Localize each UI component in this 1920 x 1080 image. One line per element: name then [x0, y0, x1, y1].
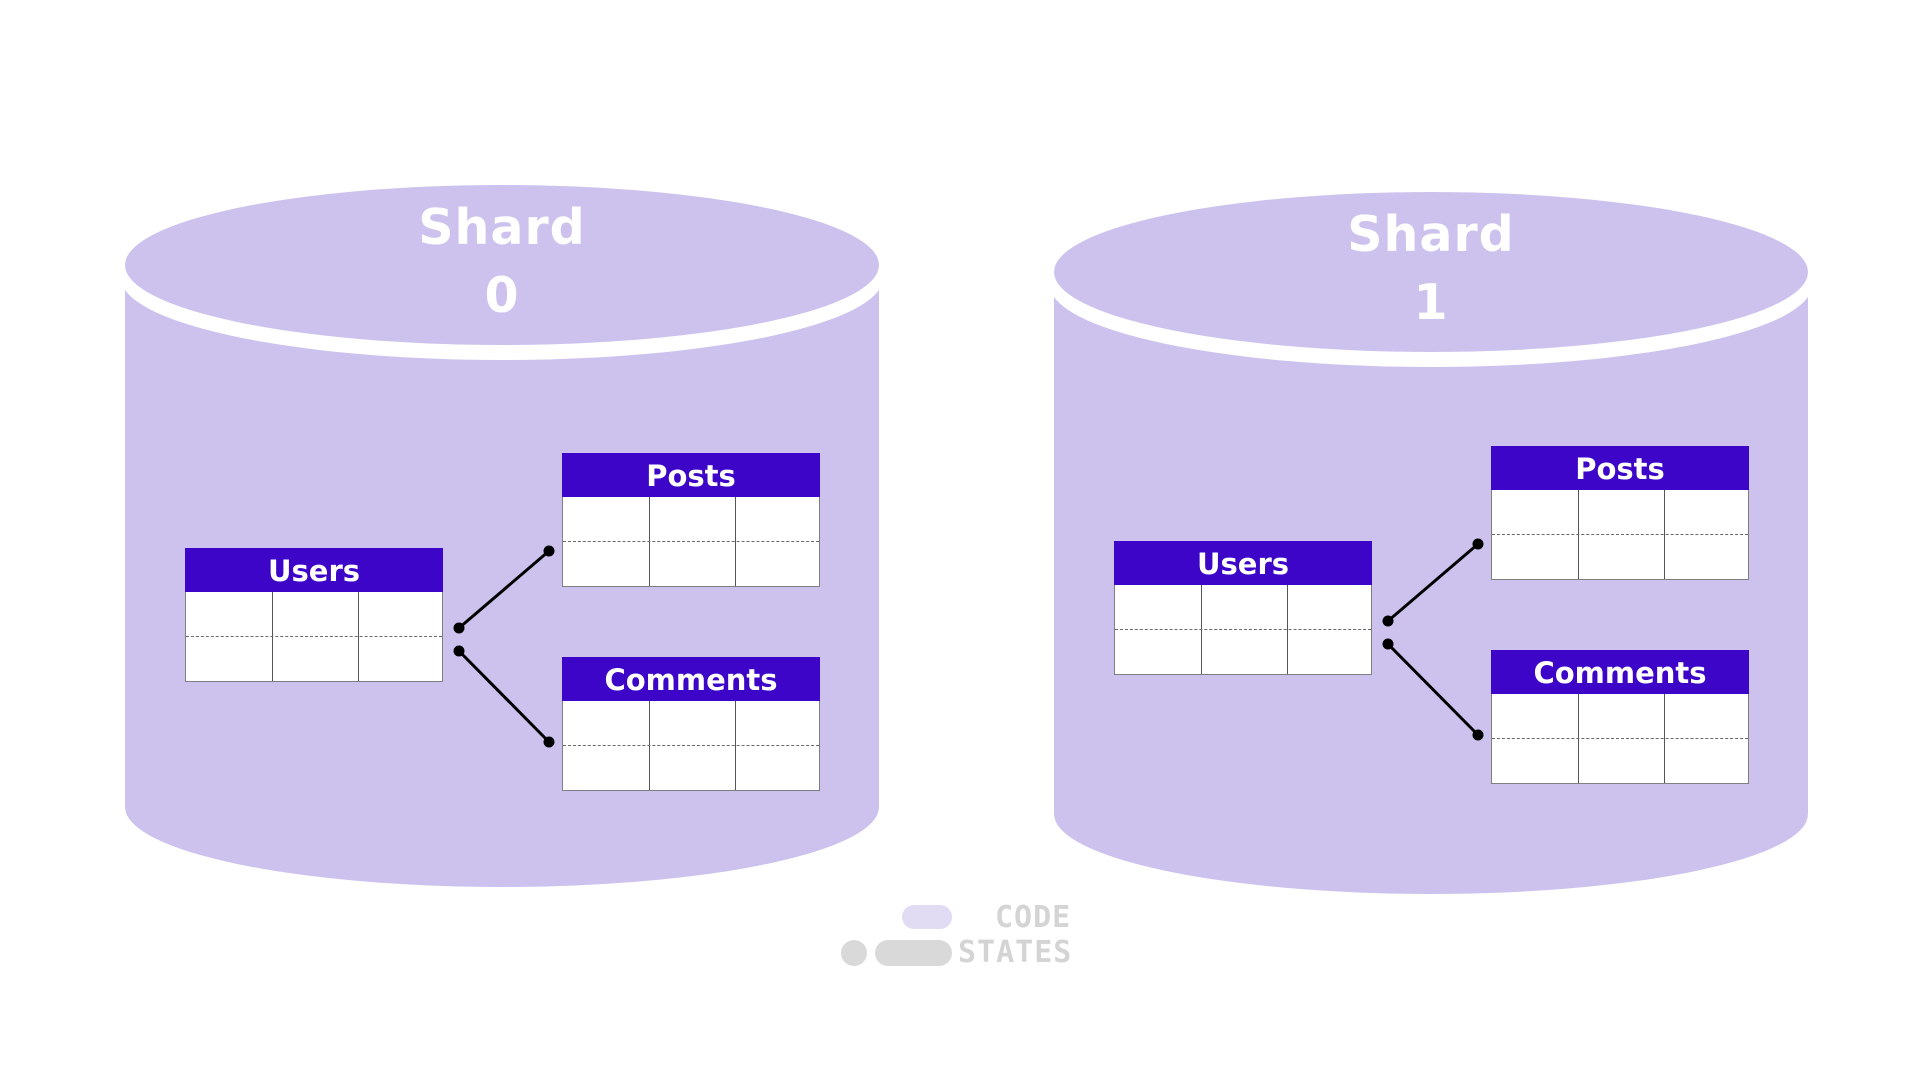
- posts-table-header: Posts: [1491, 446, 1749, 490]
- shard-1-title: Shard: [1347, 206, 1515, 263]
- shard-1-relations: [1382, 538, 1484, 741]
- shard-0-relations: [453, 545, 555, 748]
- users-table: Users: [185, 548, 443, 682]
- logo-text-code: CODE: [995, 900, 1072, 935]
- users-table-header: Users: [185, 548, 443, 592]
- shard-0-number: 0: [484, 267, 520, 324]
- codestates-logo: CODE STATES: [840, 900, 1100, 975]
- shard-1-number: 1: [1413, 274, 1449, 331]
- users-table-grid: [1114, 585, 1372, 675]
- users-table-header: Users: [1114, 541, 1372, 585]
- logo-bar-mark: [875, 940, 952, 966]
- comments-table-header: Comments: [562, 657, 820, 701]
- posts-table: Posts: [1491, 446, 1749, 580]
- shard-0-cylinder: Shard 0 Users Posts Comments: [125, 185, 879, 897]
- comments-table: Comments: [1491, 650, 1749, 784]
- posts-table-grid: [562, 497, 820, 587]
- comments-table: Comments: [562, 657, 820, 791]
- shard-1-cylinder: Shard 1 Users Posts Comments: [1054, 192, 1808, 904]
- posts-table-header: Posts: [562, 453, 820, 497]
- logo-text-states: STATES: [958, 935, 1073, 970]
- comments-table-grid: [562, 701, 820, 791]
- logo-pill-mark: [902, 905, 952, 929]
- shard-0-title: Shard: [418, 199, 586, 256]
- posts-table-grid: [1491, 490, 1749, 580]
- users-table-grid: [185, 592, 443, 682]
- shard-0-cylinder-shape: [125, 185, 879, 887]
- logo-dot-mark: [841, 940, 867, 966]
- comments-table-header: Comments: [1491, 650, 1749, 694]
- posts-table: Posts: [562, 453, 820, 587]
- comments-table-grid: [1491, 694, 1749, 784]
- users-table: Users: [1114, 541, 1372, 675]
